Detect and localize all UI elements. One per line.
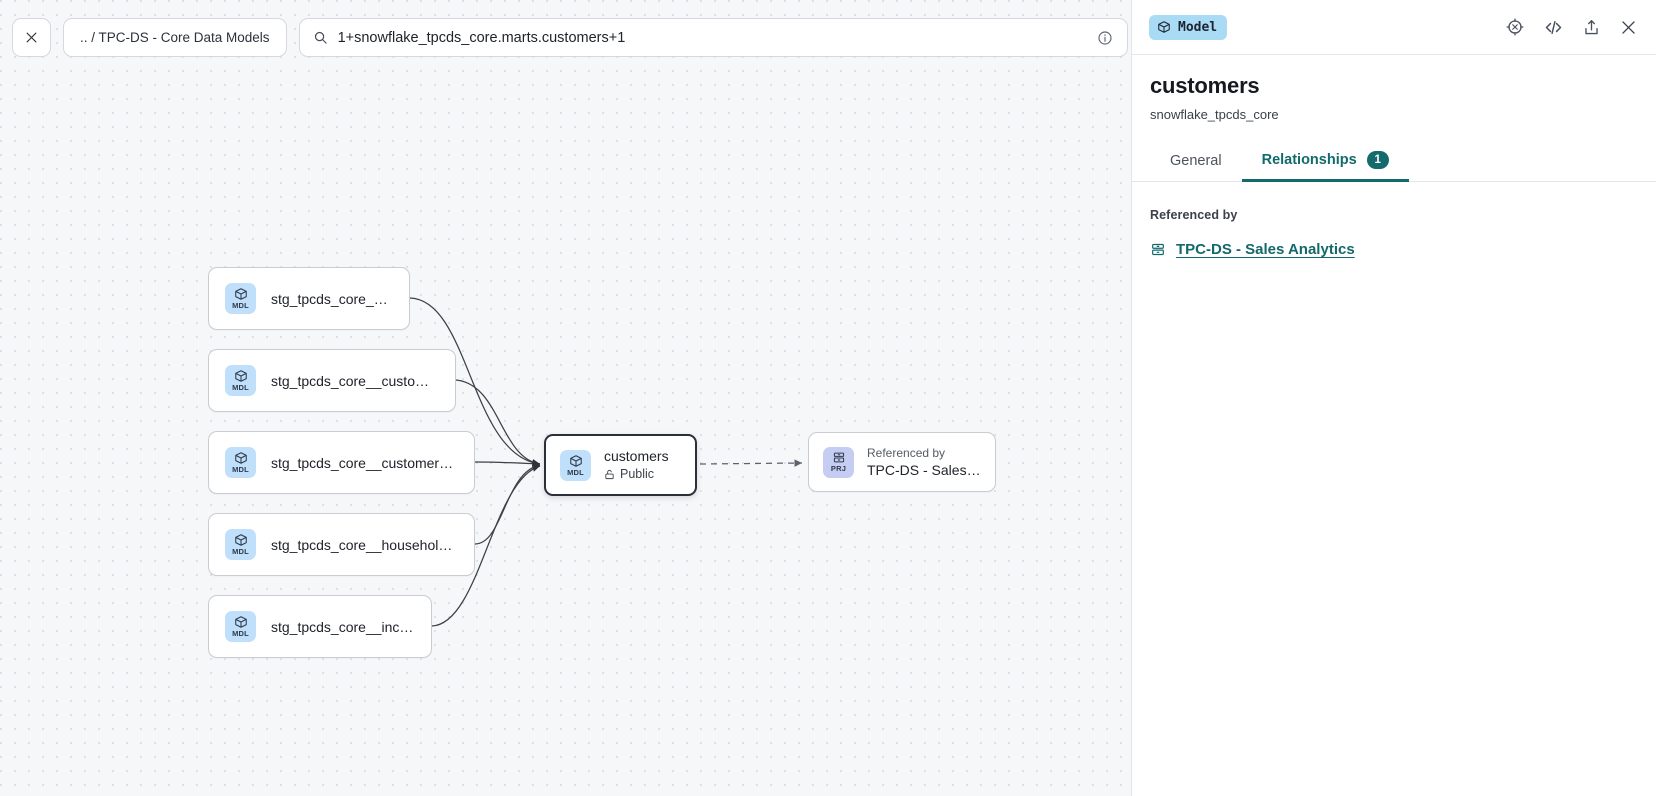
- tab-label: General: [1170, 153, 1222, 169]
- node-text: stg_tpcds_core__customer: [271, 290, 393, 308]
- project-drawer-icon: [1152, 243, 1164, 256]
- lineage-node[interactable]: MDL stg_tpcds_core__customer_demogra…: [208, 431, 475, 494]
- model-badge: MDL: [225, 447, 256, 478]
- cube-icon: [234, 288, 247, 300]
- model-badge: MDL: [225, 283, 256, 314]
- node-title: stg_tpcds_core__customer_address: [271, 372, 439, 389]
- lock-icon: [605, 469, 614, 480]
- close-icon: [26, 32, 37, 43]
- badge-code: MDL: [232, 547, 249, 556]
- badge-code: PRJ: [830, 464, 847, 473]
- model-badge: MDL: [560, 449, 591, 481]
- node-title: stg_tpcds_core__customer: [271, 290, 393, 307]
- lineage-node[interactable]: MDL stg_tpcds_core__household_demogr…: [208, 513, 475, 576]
- badge-code: MDL: [232, 383, 249, 392]
- tab-relationships[interactable]: Relationships 1: [1241, 151, 1409, 182]
- lineage-node[interactable]: MDL stg_tpcds_core__customer: [208, 267, 410, 330]
- cube-icon: [1158, 21, 1170, 33]
- node-text: stg_tpcds_core__income_band: [271, 618, 415, 636]
- node-text: stg_tpcds_core__customer_address: [271, 372, 439, 390]
- lineage-node-project[interactable]: PRJ Referenced by TPC-DS - Sales Analyti…: [808, 432, 996, 492]
- badge-code: MDL: [567, 467, 584, 477]
- lineage-node-selected[interactable]: MDL customers Public: [544, 434, 697, 496]
- lineage-canvas[interactable]: MDL stg_tpcds_core__customer MDL stg_tpc…: [0, 0, 1131, 796]
- close-icon[interactable]: [1619, 18, 1638, 37]
- node-visibility: Public: [604, 466, 669, 483]
- details-panel: Model customers snowflake_tpcds_core: [1131, 0, 1656, 796]
- canvas-toolbar: .. / TPC-DS - Core Data Models 1+snowfla…: [12, 18, 1131, 57]
- tab-label: Relationships: [1261, 152, 1357, 168]
- close-lineage-button[interactable]: [12, 18, 51, 57]
- lineage-icon[interactable]: [1505, 17, 1525, 37]
- reference-link[interactable]: TPC-DS - Sales Analytics: [1176, 241, 1355, 258]
- cube-icon: [234, 370, 247, 382]
- search-input[interactable]: 1+snowflake_tpcds_core.marts.customers+1: [298, 18, 1128, 57]
- asset-type-label: Model: [1178, 19, 1218, 35]
- search-icon: [314, 31, 327, 44]
- model-badge: MDL: [225, 365, 256, 396]
- code-icon[interactable]: [1543, 17, 1564, 38]
- page-title: customers: [1150, 73, 1260, 98]
- project-drawer-icon: [833, 452, 844, 463]
- badge-code: MDL: [232, 629, 249, 638]
- cube-icon: [234, 616, 247, 628]
- relationships-body: Referenced by TPC-DS - Sales Analytics: [1132, 182, 1656, 258]
- search-value[interactable]: 1+snowflake_tpcds_core.marts.customers+1: [337, 29, 626, 46]
- node-text: Referenced by TPC-DS - Sales Analytics: [867, 445, 981, 480]
- lineage-edges: [409, 297, 803, 627]
- node-visibility-label: Public: [620, 467, 655, 481]
- panel-actions: [1505, 17, 1638, 38]
- lineage-node[interactable]: MDL stg_tpcds_core__income_band: [208, 595, 432, 658]
- node-text: stg_tpcds_core__household_demogr…: [271, 536, 458, 554]
- panel-tabs: General Relationships 1: [1132, 151, 1656, 182]
- model-badge: MDL: [225, 611, 256, 642]
- cube-icon: [569, 454, 582, 467]
- node-eyebrow: Referenced by: [867, 445, 946, 460]
- tab-count-badge: 1: [1366, 151, 1389, 169]
- badge-code: MDL: [232, 301, 249, 310]
- badge-code: MDL: [232, 465, 249, 474]
- cube-icon: [234, 534, 247, 546]
- node-text: customers Public: [604, 447, 669, 483]
- node-title: TPC-DS - Sales Analytics: [867, 461, 981, 478]
- model-badge: MDL: [225, 529, 256, 560]
- page-subtitle: snowflake_tpcds_core: [1150, 107, 1279, 122]
- asset-type-chip[interactable]: Model: [1149, 14, 1228, 40]
- panel-identity: customers snowflake_tpcds_core: [1132, 55, 1656, 122]
- share-icon[interactable]: [1582, 18, 1601, 37]
- node-title: stg_tpcds_core__income_band: [271, 618, 415, 635]
- node-title: stg_tpcds_core__household_demogr…: [271, 536, 458, 553]
- panel-header: Model: [1132, 0, 1656, 55]
- section-label-referenced-by: Referenced by: [1150, 208, 1238, 222]
- lineage-node[interactable]: MDL stg_tpcds_core__customer_address: [208, 349, 456, 412]
- node-title: stg_tpcds_core__customer_demogra…: [271, 454, 458, 471]
- info-icon[interactable]: [1097, 30, 1113, 46]
- project-badge: PRJ: [823, 446, 854, 478]
- breadcrumb[interactable]: .. / TPC-DS - Core Data Models: [63, 18, 287, 57]
- node-title: customers: [604, 448, 669, 464]
- node-text: stg_tpcds_core__customer_demogra…: [271, 454, 458, 472]
- list-item[interactable]: TPC-DS - Sales Analytics: [1150, 241, 1638, 258]
- tab-general[interactable]: General: [1150, 153, 1242, 182]
- cube-icon: [234, 452, 247, 464]
